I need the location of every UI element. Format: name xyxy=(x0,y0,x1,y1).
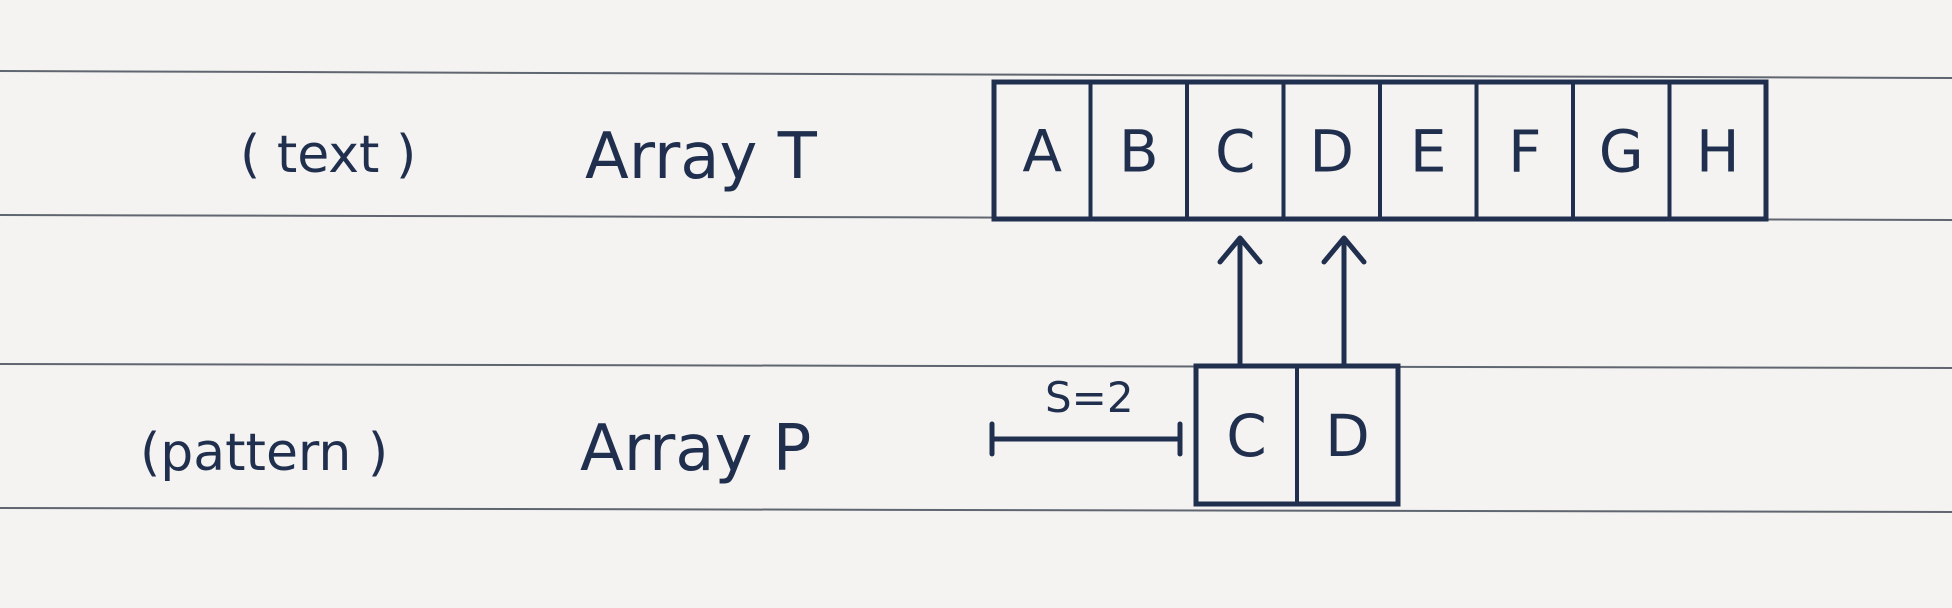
array-cell-letter: H xyxy=(1696,117,1740,185)
rule-line xyxy=(0,507,1952,513)
array-cell-letter: D xyxy=(1325,402,1370,470)
shift-indicator xyxy=(989,421,1183,457)
array-cell-letter: A xyxy=(1022,117,1062,185)
rule-line xyxy=(0,70,1952,79)
array-cell-letter: D xyxy=(1309,117,1354,185)
shift-label: S=2 xyxy=(1045,373,1134,422)
arrow-up-icon xyxy=(1321,235,1367,367)
arrow-up-icon xyxy=(1217,235,1263,367)
rule-line xyxy=(0,363,1952,369)
pattern-array-label: Array P xyxy=(580,412,811,486)
array-cell-letter: G xyxy=(1599,117,1644,185)
array-cell-letter: C xyxy=(1226,402,1267,470)
text-array-tag: ( text ) xyxy=(240,125,416,185)
comparison-arrows xyxy=(1217,235,1367,367)
array-cell xyxy=(1667,80,1768,221)
array-cell xyxy=(1295,364,1400,506)
array-cell-letter: B xyxy=(1119,117,1159,185)
array-cell-letter: E xyxy=(1410,117,1447,185)
text-array-label: Array T xyxy=(585,120,818,194)
pattern-array-tag: (pattern ) xyxy=(140,423,388,483)
array-cell-letter: C xyxy=(1215,117,1256,185)
array-cell-letter: F xyxy=(1508,117,1541,185)
